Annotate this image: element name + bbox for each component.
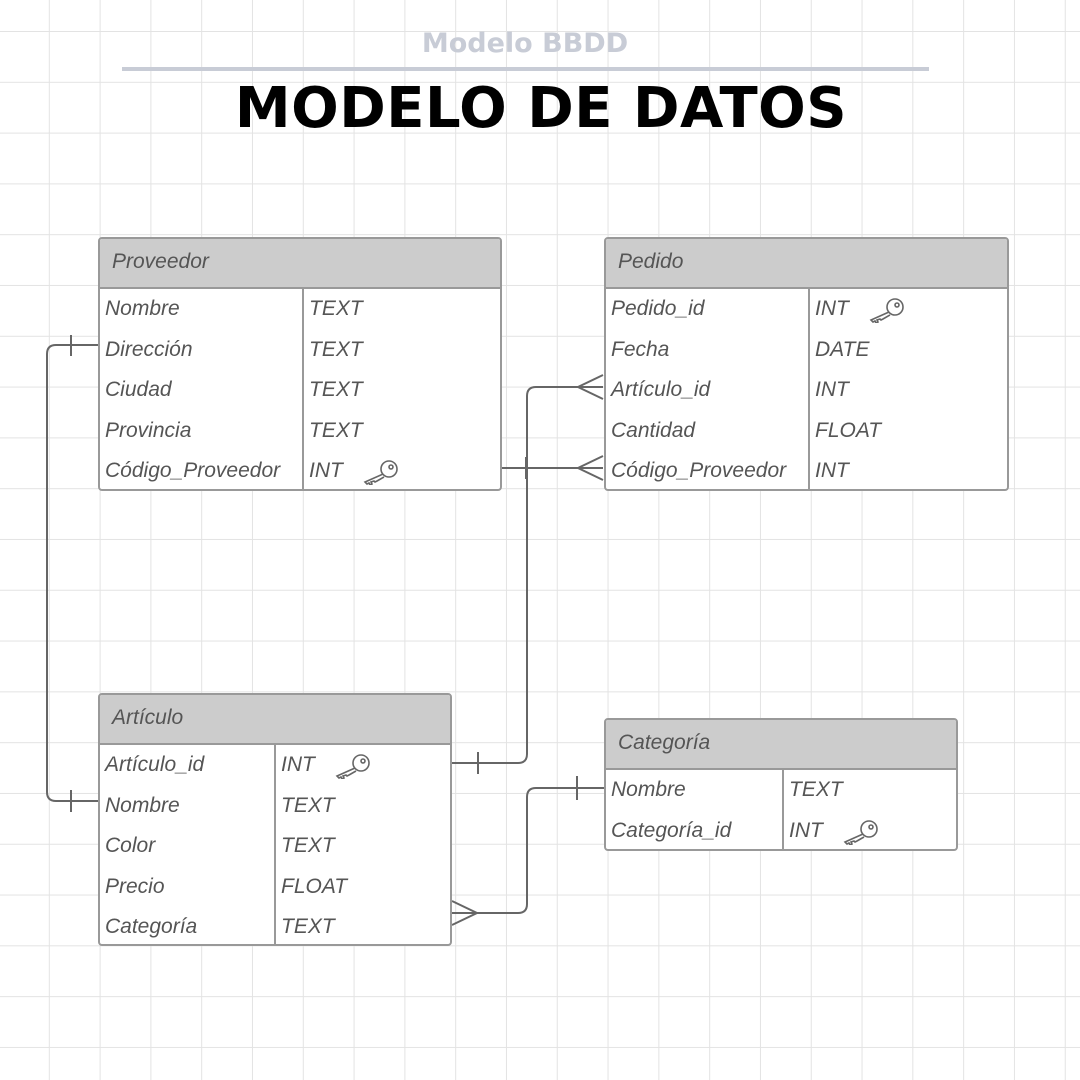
field-type: INT [815,459,849,483]
field-type: FLOAT [281,874,348,898]
field-row[interactable]: Dirección TEXT [100,330,500,371]
column-divider [274,745,276,944]
field-name: Fecha [611,337,670,361]
field-row[interactable]: Precio FLOAT [100,867,450,908]
field-row[interactable]: Categoría TEXT [100,907,450,944]
primary-key-icon [868,297,906,325]
entity-header[interactable]: Categoría [606,720,956,770]
column-divider [808,289,810,489]
field-name: Artículo_id [105,753,205,776]
field-type: TEXT [281,915,335,939]
field-name: Cantidad [611,418,696,442]
field-type: INT [789,818,823,842]
entity-header[interactable]: Artículo [100,695,450,745]
column-divider [782,770,784,849]
field-row[interactable]: Nombre TEXT [606,770,956,811]
field-name: Artículo_id [611,378,711,402]
connector-categoria [452,787,604,914]
field-row[interactable]: Artículo_id INT [606,370,1007,411]
connector-articulo-id [452,386,603,764]
field-type: DATE [815,337,870,361]
field-name: Color [105,834,156,858]
field-row[interactable]: Nombre TEXT [100,786,450,827]
field-type: TEXT [309,297,363,320]
connector-direccion-nombre [46,344,100,802]
field-name: Nombre [611,778,686,801]
field-name: Precio [105,874,165,898]
field-name: Provincia [105,418,192,442]
field-type: INT [281,753,315,776]
title-divider [122,67,929,71]
column-divider [302,289,304,489]
field-type: INT [815,378,849,402]
field-type: TEXT [309,337,363,361]
entity-header[interactable]: Pedido [606,239,1007,289]
field-type: TEXT [309,418,363,442]
diagram-subtitle: Modelo BBDD [421,28,629,59]
field-type: TEXT [309,378,363,402]
many-marker [575,374,604,400]
field-name: Categoría [105,915,198,939]
field-name: Código_Proveedor [611,459,787,483]
field-name: Categoría_id [611,818,732,842]
field-row[interactable]: Código_Proveedor INT [606,451,1007,489]
many-marker [451,900,480,926]
field-name: Nombre [105,297,180,320]
field-type: TEXT [281,793,335,817]
field-row[interactable]: Color TEXT [100,826,450,867]
field-type: TEXT [789,778,843,801]
field-row[interactable]: Artículo_id INT [100,745,450,786]
field-name: Dirección [105,337,193,361]
field-name: Código_Proveedor [105,459,281,483]
field-name: Pedido_id [611,297,705,320]
page-title: MODELO DE DATOS [234,76,848,141]
entity-header[interactable]: Proveedor [100,239,500,289]
primary-key-icon [842,819,880,846]
field-row[interactable]: Código_Proveedor INT [100,451,500,489]
field-row[interactable]: Fecha DATE [606,330,1007,371]
field-row[interactable]: Pedido_id INT [606,289,1007,330]
field-row[interactable]: Provincia TEXT [100,411,500,452]
primary-key-icon [334,753,372,781]
field-name: Ciudad [105,378,172,402]
field-type: INT [309,459,343,483]
field-row[interactable]: Nombre TEXT [100,289,500,330]
field-type: TEXT [281,834,335,858]
primary-key-icon [362,459,400,487]
field-type: INT [815,297,849,320]
field-row[interactable]: Categoría_id INT [606,811,956,849]
many-marker [575,455,604,481]
field-row[interactable]: Cantidad FLOAT [606,411,1007,452]
field-row[interactable]: Ciudad TEXT [100,370,500,411]
field-type: FLOAT [815,418,882,442]
field-name: Nombre [105,793,180,817]
